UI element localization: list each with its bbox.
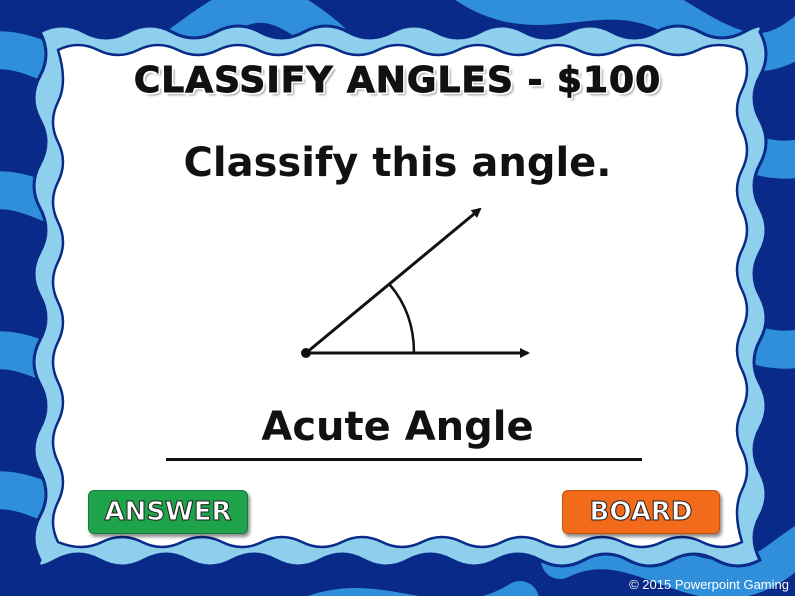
question-text: Classify this angle. bbox=[183, 140, 612, 186]
board-button[interactable]: BOARD bbox=[562, 490, 720, 534]
slide-title: CLASSIFY ANGLES - $100 bbox=[133, 60, 662, 102]
answer-underline bbox=[166, 458, 642, 461]
answer-text: Acute Angle bbox=[261, 404, 534, 450]
copyright-notice: © 2015 Powerpoint Gaming bbox=[629, 577, 789, 592]
answer-button[interactable]: ANSWER bbox=[88, 490, 248, 534]
acute-angle-icon bbox=[301, 207, 530, 358]
